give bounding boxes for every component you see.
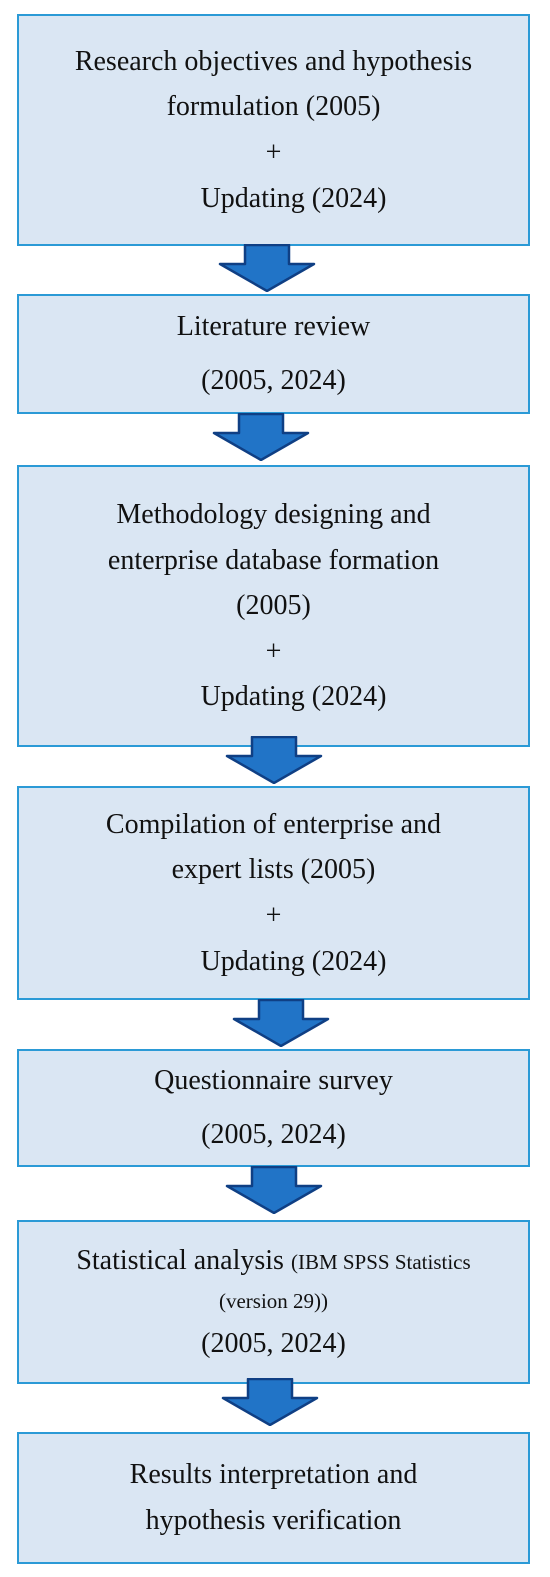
step-4-update: Updating (2024) [200,945,387,977]
step-6-note-1: (IBM SPSS Statistics [290,1249,471,1274]
step-4-plus: + [265,900,282,931]
step-6-line-1: Statistical analysis (IBM SPSS Statistic… [19,1244,528,1278]
step-box-survey: Questionnaire survey (2005, 2024) [17,1049,530,1167]
step-4-line-2: expert lists (2005) [171,854,376,886]
down-arrow-3 [225,736,323,784]
step-box-literature: Literature review (2005, 2024) [17,294,530,414]
step-6-years: (2005, 2024) [201,1327,346,1359]
step-box-results: Results interpretation and hypothesis ve… [17,1432,530,1564]
step-2-years: (2005, 2024) [201,365,346,396]
down-arrow-2 [212,413,310,461]
down-arrow-1 [218,244,316,292]
step-1-update: Updating (2024) [200,182,387,214]
step-3-line-2: enterprise database formation [107,544,440,576]
step-3-line-1: Methodology designing and [116,499,431,531]
down-arrow-5 [225,1166,323,1214]
step-1-plus: + [265,137,282,168]
step-3-plus: + [265,635,282,667]
down-arrow-6 [221,1378,319,1426]
step-1-line-2: formulation (2005) [166,91,381,123]
step-box-methodology: Methodology designing and enterprise dat… [17,465,530,747]
step-box-statistics: Statistical analysis (IBM SPSS Statistic… [17,1220,530,1384]
step-5-years: (2005, 2024) [201,1119,346,1150]
step-5-line-1: Questionnaire survey [154,1065,393,1097]
step-1-line-1: Research objectives and hypothesis [74,45,473,77]
step-box-objectives: Research objectives and hypothesis formu… [17,14,530,246]
step-4-line-1: Compilation of enterprise and [105,808,442,840]
step-box-compilation: Compilation of enterprise and expert lis… [17,786,530,1000]
step-3-year: (2005) [236,590,311,622]
step-6-title: Statistical analysis [76,1244,284,1276]
step-2-line-1: Literature review [176,311,371,343]
step-3-update: Updating (2024) [200,681,387,713]
step-7-line-1: Results interpretation and [129,1459,418,1491]
down-arrow-4 [232,999,330,1047]
step-7-line-2: hypothesis verification [145,1505,402,1536]
step-6-note-2: (version 29)) [218,1289,329,1314]
